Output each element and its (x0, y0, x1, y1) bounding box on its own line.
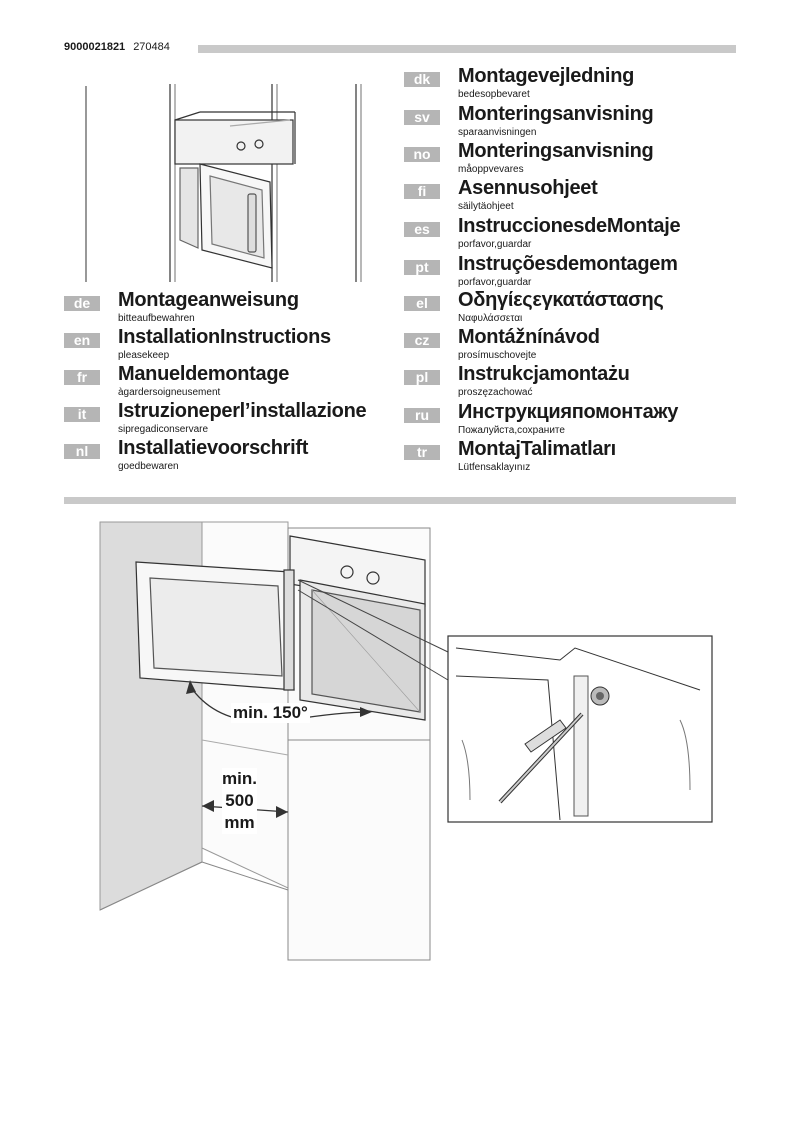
lang-subtitle-fi: säilytäohjeet (458, 201, 514, 212)
lang-subtitle-es: porfavor,guardar (458, 239, 532, 250)
lang-title-en: InstallationInstructions (118, 326, 331, 348)
header-bar (198, 45, 736, 53)
lang-title-nl: Installatievoorschrift (118, 437, 309, 459)
lang-subtitle-nl: goedbewaren (118, 461, 179, 472)
lang-subtitle-pl: proszęzachować (458, 387, 533, 398)
lang-code-cz: cz (404, 333, 440, 348)
lang-subtitle-ru: Пожалуйста,сохраните (458, 425, 565, 436)
lang-code-el: el (404, 296, 440, 311)
lang-title-dk: Montagevejledning (458, 65, 635, 87)
lang-title-fr: Manueldemontage (118, 363, 290, 385)
lang-title-ru: Инструкцияпомонтажу (458, 401, 679, 423)
lang-code-es: es (404, 222, 440, 237)
lang-code-de: de (64, 296, 100, 311)
oven-appliance (289, 535, 426, 721)
doc-code: 270484 (133, 41, 170, 53)
lang-subtitle-cz: prosímuschovejte (458, 350, 537, 361)
clearance-label: min. 500 mm (222, 768, 257, 834)
lang-title-es: InstruccionesdeMontaje (458, 215, 681, 237)
lang-title-fi: Asennusohjeet (458, 177, 598, 199)
clearance-label-line2: 500 (225, 791, 254, 810)
lang-code-dk: dk (404, 72, 440, 87)
lang-title-tr: MontajTalimatları (458, 438, 616, 460)
oven-door (135, 561, 295, 691)
lang-subtitle-sv: sparaanvisningen (458, 127, 537, 138)
lang-title-sv: Monteringsanvisning (458, 103, 654, 125)
lang-code-nl: nl (64, 444, 100, 459)
lang-title-no: Monteringsanvisning (458, 140, 654, 162)
lang-code-it: it (64, 407, 100, 422)
section-separator (64, 497, 736, 504)
lang-code-no: no (404, 147, 440, 162)
lang-subtitle-tr: Lütfensaklayınız (458, 462, 531, 473)
clearance-label-line3: mm (224, 813, 255, 832)
lang-subtitle-no: måoppvevares (458, 164, 524, 175)
lang-title-pt: Instruçõesdemontagem (458, 253, 678, 275)
lang-code-fr: fr (64, 370, 100, 385)
lang-code-sv: sv (404, 110, 440, 125)
lang-title-cz: Montážnínávod (458, 326, 600, 348)
lang-subtitle-it: sipregadiconservare (118, 424, 209, 435)
lang-code-tr: tr (404, 445, 440, 460)
lang-subtitle-en: pleasekeep (118, 350, 170, 361)
document-header: 9000021821 270484 (64, 41, 170, 53)
lang-code-pl: pl (404, 370, 440, 385)
lang-title-el: Οδηγίεςεγκατάστασης (458, 289, 664, 311)
angle-label: min. 150° (231, 703, 310, 723)
lang-subtitle-el: Ναφυλάσσεται (458, 313, 523, 324)
lang-subtitle-pt: porfavor,guardar (458, 277, 532, 288)
lang-code-fi: fi (404, 184, 440, 199)
lang-code-ru: ru (404, 408, 440, 423)
lang-title-pl: Instrukcjamontażu (458, 363, 630, 385)
lang-title-it: Istruzioneperl’installazione (118, 400, 367, 422)
lang-title-de: Montageanweisung (118, 289, 299, 311)
lang-subtitle-de: bitteaufbewahren (118, 313, 195, 324)
lang-code-en: en (64, 333, 100, 348)
lang-subtitle-fr: àgardersoigneusement (118, 387, 221, 398)
clearance-label-line1: min. (222, 769, 257, 788)
doc-number: 9000021821 (64, 41, 126, 53)
lang-subtitle-dk: bedesopbevaret (458, 89, 530, 100)
lang-code-pt: pt (404, 260, 440, 275)
detail-inset (447, 635, 713, 823)
